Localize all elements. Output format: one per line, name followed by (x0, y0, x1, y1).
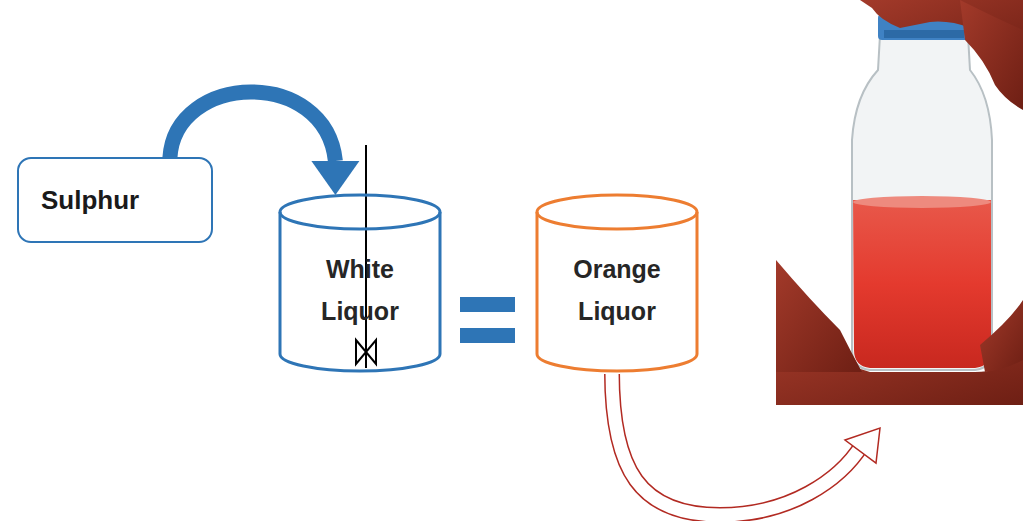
tank-cylinder: Orange Liquor (535, 193, 699, 373)
equal-sign (460, 297, 515, 343)
node-label: Sulphur (41, 184, 197, 216)
bottle-photo (776, 0, 1023, 405)
tank-cylinder: White Liquor (278, 193, 442, 373)
node-label: White Liquor (298, 248, 423, 332)
input-box: Sulphur (17, 157, 213, 243)
node-label: Orange Liquor (555, 248, 680, 332)
